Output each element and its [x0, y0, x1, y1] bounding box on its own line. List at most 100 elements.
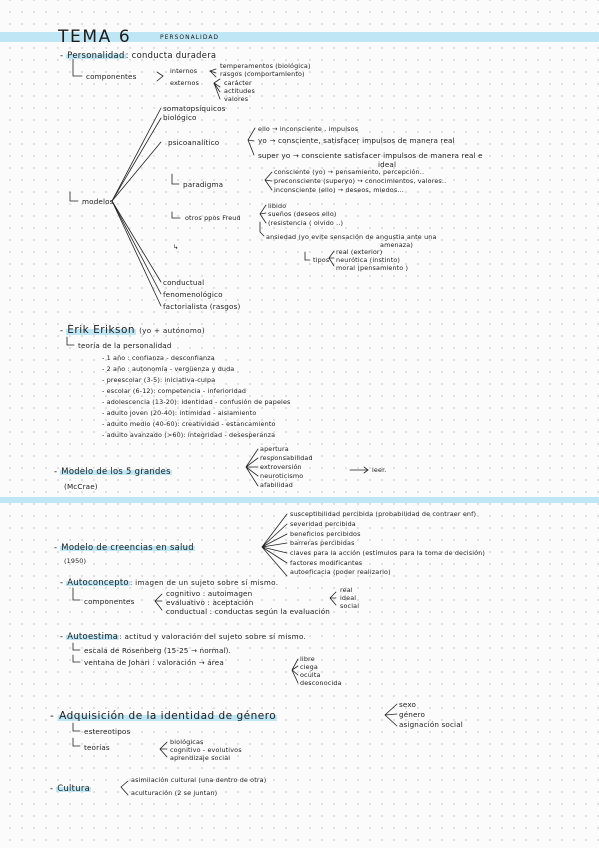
creencia-item: susceptibilidad percibida (probabilidad … [290, 510, 477, 518]
erikson-note: (yo + autónomo) [139, 326, 205, 335]
paradigma-item: consciente (yo) → pensamiento, percepció… [274, 168, 425, 176]
psico-item: ello → inconsciente , impulsos [258, 125, 359, 133]
cultura-item: aculturación (2 se juntan) [131, 789, 218, 797]
erikson-stage: - adulto medio (40-60): creatividad - es… [102, 420, 276, 428]
erikson-stage: - adolescencia (13-20): identidad - conf… [102, 398, 291, 406]
modelo-item: somatopsíquicos [163, 104, 226, 113]
erikson-heading: - Erik Erikson (yo + autónomo) [60, 324, 205, 336]
externos-item: actitudes [224, 87, 255, 95]
creencia-item: severidad percibida [290, 520, 356, 528]
freud-label: otros ppos Freud [185, 214, 241, 222]
componentes-label: componentes [86, 72, 137, 81]
tipos-item: real (exterior) [336, 248, 383, 256]
autoconcepto-term: Autoconcepto [66, 577, 130, 587]
estereotipos-label: estereotipos [84, 727, 131, 736]
creencias-year: (1950) [64, 557, 87, 565]
erikson-stage: - adulto avanzado (>60): integridad - de… [102, 431, 276, 439]
psico-item: super yo → consciente satisfacer impulso… [258, 151, 483, 160]
modelos-label: modelos [82, 197, 114, 206]
erikson-stage: - preescolar (3-5): iniciativa-culpa [102, 376, 216, 384]
johari-area: ciega [300, 663, 318, 671]
ansiedad-line: amenaza) [380, 241, 414, 249]
internos-label: internos [170, 67, 198, 75]
rasgo-item: apertura [260, 445, 289, 453]
tema-title: TEMA 6 [58, 27, 132, 47]
cultura-item: asimilación cultural (una dentro de otra… [131, 776, 267, 784]
teorias-label: teorías [84, 743, 110, 752]
autoimagen-item: real [340, 586, 353, 594]
personalidad-heading: - Personalidad: conducta duradera [60, 50, 217, 60]
cinco-grandes-author: (McCrae) [64, 482, 98, 491]
header-band [0, 32, 599, 42]
autoimagen-item: social [340, 602, 360, 610]
cultura-heading: - Cultura [50, 783, 92, 793]
rasgo-item: neuroticismo [260, 472, 304, 480]
modelo-item: factorialista (rasgos) [163, 302, 241, 311]
externos-item: carácter [224, 79, 252, 87]
personalidad-definition: : conducta duradera [125, 50, 217, 60]
autoconcepto-definition: : imagen de un sujeto sobre sí mismo. [129, 578, 279, 587]
creencias-term: Modelo de creencias en salud [60, 542, 195, 552]
psico-item: ideal [378, 160, 397, 169]
internos-item: rasgos (comportamiento) [220, 70, 305, 78]
modelo-item: fenomenológico [163, 290, 223, 299]
modelo-item: biológico [163, 113, 197, 122]
externos-label: externos [170, 79, 200, 87]
creencias-heading: - Modelo de creencias en salud [54, 542, 195, 552]
teoria-item: biológicas [170, 738, 204, 746]
freud-item: libido [268, 202, 287, 210]
genero-term: Adquisición de la identidad de género [58, 710, 278, 722]
erikson-stage: - 2 año : autonomía - vergüenza y duda [102, 365, 235, 373]
rasgo-item: afabilidad [260, 481, 293, 489]
cinco-grandes-term: Modelo de los 5 grandes [60, 466, 172, 476]
paradigma-item: inconsciente (ello) → deseos, miedos... [274, 186, 404, 194]
psico-item: yo → consciente, satisfacer impulsos de … [258, 136, 455, 145]
teoria-item: cognitivo - evolutivos [170, 746, 242, 754]
johari-area: desconocida [300, 679, 342, 687]
rasgo-item: responsabilidad [260, 454, 313, 462]
ansiedad-line: ansiedad (yo evite sensación de angustia… [266, 233, 437, 241]
teoria-item: aprendizaje social [170, 754, 231, 762]
modelo-item: conductual [163, 278, 205, 287]
erikson-stage: - adulto joven (20-40): intimidad - aisl… [102, 409, 257, 417]
autoconcepto-item: evaluativo : aceptación [166, 598, 254, 607]
internos-item: temperamentos (biológica) [220, 62, 311, 70]
freud-item: sueños (deseos ello) [268, 210, 337, 218]
creencia-item: claves para la acción (estímulos para la… [290, 549, 486, 557]
creencia-item: barreras percibidas [290, 539, 355, 547]
creencia-item: factores modificantes [290, 559, 363, 567]
erikson-term: Erik Erikson [66, 324, 137, 336]
divider-band [0, 497, 599, 503]
autoimagen-item: ideal [340, 594, 357, 602]
autoestima-term: Autoestima [66, 631, 120, 641]
freud-item: (resistencia ( olvido ..) [268, 219, 344, 227]
arrow-marker: ↳ [173, 243, 179, 251]
genero-item: género [399, 710, 426, 719]
johari-area: oculta [300, 671, 321, 679]
paradigma-item: preconsciente (superyo) → conocimientos,… [274, 177, 447, 185]
erikson-stage: - escolar (6-12): competencia - inferior… [102, 387, 247, 395]
rasgo-item: extroversión [260, 463, 302, 471]
genero-item: sexo [399, 700, 417, 709]
tema-subtitle: PERSONALIDAD [160, 34, 220, 41]
cinco-grandes-heading: - Modelo de los 5 grandes [54, 466, 172, 476]
cultura-term: Cultura [56, 783, 92, 793]
leer-note: leer. [372, 466, 387, 474]
tipos-label: tipos [313, 256, 330, 264]
externos-item: valores [224, 95, 249, 103]
erikson-stage: - 1 año : confianza - desconfianza [102, 354, 215, 362]
autoconcepto-componentes-label: componentes [84, 597, 135, 606]
creencia-item: autoeficacia (poder realizarlo) [290, 568, 391, 576]
creencia-item: beneficios percibidos [290, 530, 361, 538]
tipos-item: moral (pensamiento ) [336, 264, 409, 272]
erikson-theory-label: teoría de la personalidad [78, 341, 172, 350]
rosenberg-line: escala de Rosenberg (15-25 → normal). [84, 646, 232, 655]
autoconcepto-heading: - Autoconcepto: imagen de un sujeto sobr… [60, 577, 279, 587]
johari-line: ventana de Johari : valoración → área [84, 658, 224, 667]
autoconcepto-item: cognitivo : autoimagen [166, 589, 253, 598]
personalidad-term: Personalidad [66, 50, 126, 60]
genero-heading: - Adquisición de la identidad de género [50, 710, 278, 722]
autoestima-heading: - Autoestima: actitud y valoración del s… [60, 631, 307, 641]
johari-area: libre [300, 655, 315, 663]
